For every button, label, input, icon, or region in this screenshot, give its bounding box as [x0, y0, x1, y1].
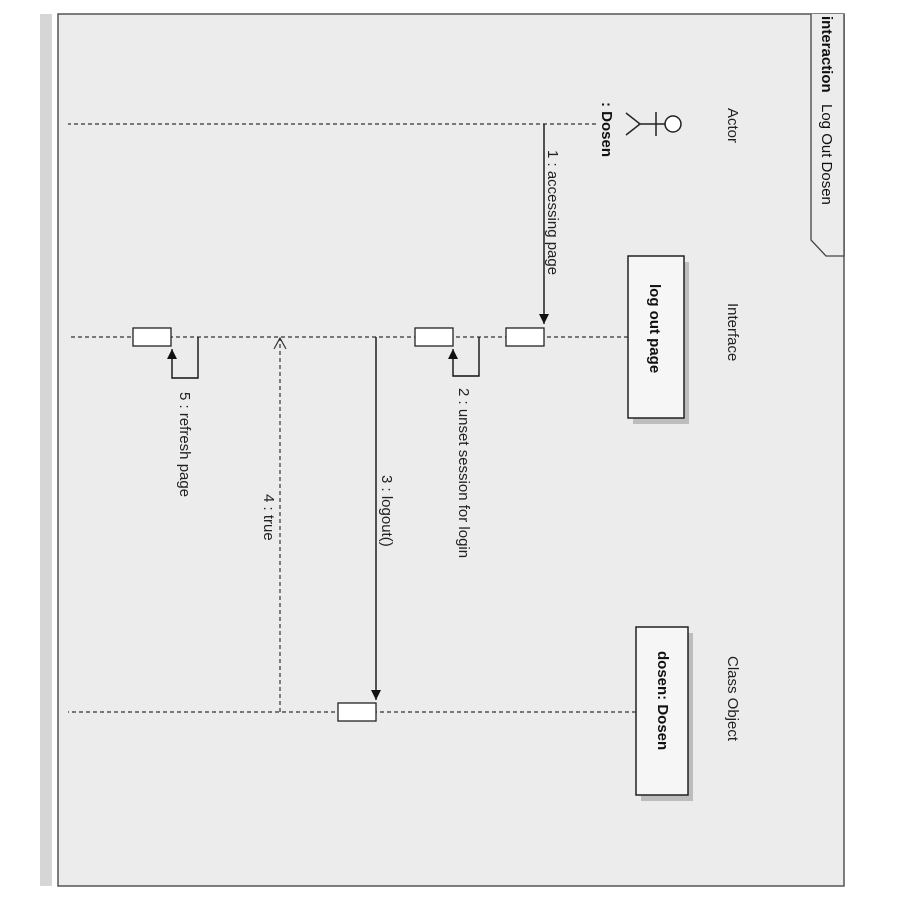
activation-1	[505, 327, 545, 347]
interaction-frame	[57, 13, 845, 887]
message-4-label: 4 : true	[260, 494, 277, 541]
frame-title-group: interaction Log Out Dosen	[818, 16, 835, 205]
class-object-stereotype-label: Class Object	[724, 656, 741, 742]
message-2-label: 2 : unset session for login	[455, 388, 472, 558]
interface-stereotype-label: Interface	[724, 303, 741, 361]
interface-box	[627, 255, 685, 419]
activation-3	[337, 702, 377, 722]
message-5-label: 5 : refresh page	[176, 392, 193, 497]
frame-title-tab	[810, 14, 845, 257]
class-object-box	[635, 626, 689, 796]
message-2-self-arrow	[448, 337, 480, 377]
actor-name: : Dosen	[598, 102, 615, 157]
message-3-label: 3 : logout()	[378, 475, 395, 547]
actor-icon	[625, 112, 682, 136]
frame-name: Log Out Dosen	[818, 104, 835, 205]
frame-keyword: interaction	[818, 16, 835, 93]
class-object-name: dosen: Dosen	[654, 651, 671, 750]
actor-stereotype-label: Actor	[724, 108, 741, 143]
message-1-label: 1 : accessing page	[544, 150, 561, 275]
activation-5	[132, 327, 172, 347]
message-5-self-arrow	[167, 337, 199, 379]
activation-2	[414, 327, 454, 347]
interface-name: log out page	[646, 284, 663, 373]
